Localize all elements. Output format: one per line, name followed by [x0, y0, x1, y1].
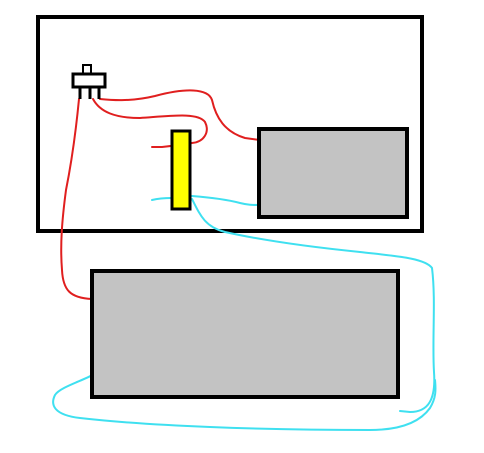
large-module — [90, 269, 400, 399]
cyan-wire-stub — [151, 197, 173, 201]
cyan-wire-resistor-to-small-module — [191, 195, 261, 206]
switch-body — [71, 72, 107, 89]
red-wire-switch-to-small-module — [99, 89, 261, 141]
small-module — [257, 127, 409, 219]
cyan-wire-large-module-loop — [52, 374, 437, 431]
resistor — [170, 129, 192, 211]
wires — [52, 89, 437, 431]
red-wire-switch-to-large-module — [60, 98, 93, 300]
cyan-wire-resistor-to-large-module — [191, 198, 436, 413]
slide-switch — [71, 64, 107, 99]
enclosure-box — [36, 15, 424, 233]
